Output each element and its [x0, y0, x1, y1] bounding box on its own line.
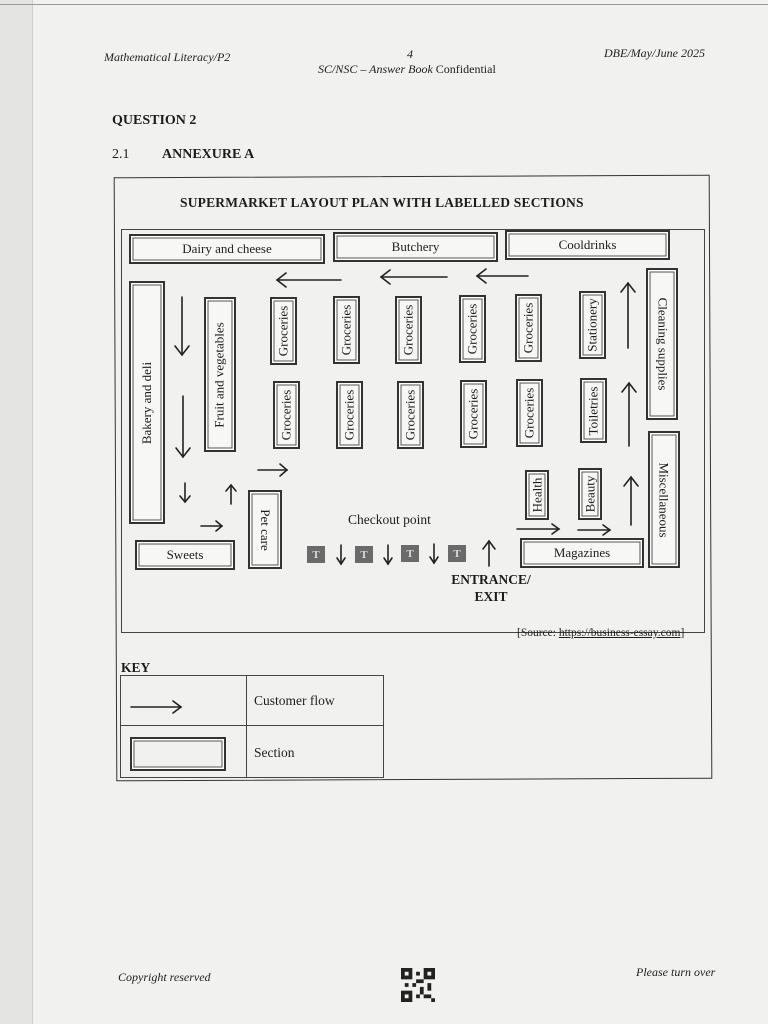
till-icon: T [448, 545, 466, 562]
section-magazines: Magazines [520, 538, 644, 568]
arrow-left-icon [475, 268, 529, 284]
key-arrow-right-icon [130, 700, 183, 714]
key-section-swatch [130, 737, 226, 771]
section-dairy-and-cheese: Dairy and cheese [129, 234, 325, 264]
arrow-down-icon [175, 395, 191, 459]
till-icon: T [307, 546, 325, 563]
arrow-left-icon [275, 272, 342, 288]
arrow-right-icon [516, 523, 561, 535]
top-rule [0, 4, 768, 5]
header-exam-date: DBE/May/June 2025 [604, 46, 705, 60]
section-cooldrinks: Cooldrinks [505, 230, 670, 260]
key-customer-flow-label: Customer flow [254, 693, 335, 708]
arrow-up-icon [623, 475, 639, 526]
arrow-up-icon [482, 539, 496, 567]
exit-line: EXIT [474, 589, 508, 604]
arrow-down-icon [174, 296, 190, 357]
key-divider [120, 725, 384, 726]
section-groceries: Groceries [460, 380, 487, 448]
entrance-line: ENTRANCE/ [451, 572, 531, 587]
section-bakery-and-deli: Bakery and deli [129, 281, 165, 524]
header-subtitle-prefix: SC/NSC – Answer Book [318, 62, 433, 76]
section-groceries: Groceries [459, 295, 486, 363]
checkout-point-label: Checkout point [348, 512, 431, 527]
header-page-number: 4 [407, 47, 413, 61]
section-groceries: Groceries [333, 296, 360, 364]
question-title: QUESTION 2 [112, 113, 197, 128]
section-label: Cooldrinks [558, 237, 617, 252]
section-label: Dairy and cheese [182, 241, 272, 256]
arrow-left-icon [379, 269, 448, 285]
arrow-down-icon [179, 482, 191, 504]
arrow-right-icon [577, 524, 612, 536]
key-section-label: Section [254, 745, 295, 760]
section-label: Butchery [391, 239, 440, 254]
source-citation: [Source: https://business-essay.com] [517, 627, 684, 639]
key-table [120, 675, 384, 778]
arrow-right-icon [257, 463, 289, 477]
source-link[interactable]: https://business-essay.com [558, 627, 681, 639]
section-groceries: Groceries [336, 381, 363, 449]
till-icon: T [401, 545, 419, 562]
section-groceries: Groceries [270, 297, 297, 365]
arrow-up-icon [225, 483, 237, 505]
source-suffix: ] [680, 627, 685, 639]
arrow-down-icon [336, 544, 346, 566]
section-groceries: Groceries [395, 296, 422, 364]
section-pet-care: Pet care [248, 490, 282, 569]
header-subtitle: SC/NSC – Answer Book Confidential [318, 62, 496, 77]
entrance-exit-label: ENTRANCE/EXIT [446, 571, 536, 605]
section-stationery: Stationery [579, 291, 606, 359]
section-miscellaneous: Miscellaneous [648, 431, 680, 568]
section-groceries: Groceries [515, 294, 542, 362]
layout-plan-frame [121, 229, 705, 633]
section-health: Health [525, 470, 549, 520]
till-icon: T [355, 546, 373, 563]
footer-turn-over: Please turn over [636, 965, 716, 979]
qr-code-icon [401, 968, 435, 1002]
key-heading: KEY [121, 660, 151, 675]
arrow-down-icon [383, 544, 393, 566]
arrow-up-icon [621, 381, 637, 447]
section-beauty: Beauty [578, 468, 602, 520]
section-butchery: Butchery [333, 232, 498, 262]
annexure-label: ANNEXURE A [162, 147, 255, 162]
section-groceries: Groceries [397, 381, 424, 449]
section-toiletries: Toiletries [580, 378, 607, 443]
source-prefix: [Source: [517, 627, 559, 639]
section-groceries: Groceries [516, 379, 543, 447]
arrow-down-icon [429, 543, 439, 565]
footer-copyright: Copyright reserved [118, 970, 211, 984]
section-fruit-and-vegetables: Fruit and vegetables [204, 297, 236, 452]
section-groceries: Groceries [273, 381, 300, 449]
map-title: SUPERMARKET LAYOUT PLAN WITH LABELLED SE… [180, 195, 584, 210]
section-label: Magazines [553, 545, 611, 560]
question-number: 2.1 [112, 147, 130, 162]
arrow-right-icon [200, 520, 224, 532]
page-binding-edge [0, 0, 33, 1024]
key-divider [246, 675, 247, 778]
header-subtitle-suffix: Confidential [435, 62, 496, 76]
section-cleaning-supplies: Cleaning supplies [646, 268, 678, 420]
arrow-up-icon [620, 281, 636, 349]
section-label: Sweets [166, 547, 204, 562]
header-subject: Mathematical Literacy/P2 [104, 50, 231, 64]
section-sweets: Sweets [135, 540, 235, 570]
